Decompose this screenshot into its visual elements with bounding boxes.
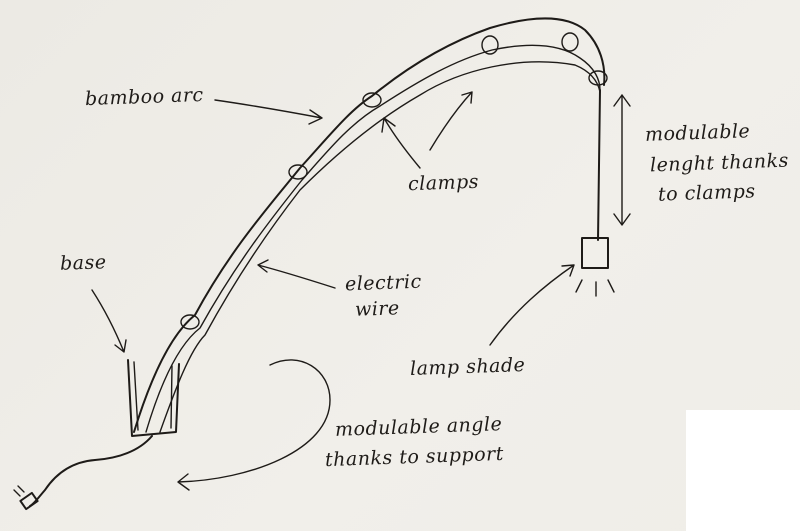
label-clamps: clamps: [407, 170, 480, 196]
label-wire: wire: [354, 297, 401, 321]
bamboo-arc: [133, 17, 606, 433]
label-lamp-shade: lamp shade: [409, 353, 526, 381]
electric-wire: [29, 61, 601, 507]
annotation-arrows: [91, 91, 631, 491]
plug-icon: [13, 485, 39, 511]
label-electric: electric: [344, 270, 423, 296]
base: [127, 359, 180, 437]
lamp-shade: [575, 237, 615, 297]
label-base: base: [59, 251, 107, 275]
clamps: [180, 32, 608, 330]
label-bamboo-arc: bamboo arc: [84, 83, 204, 111]
label-modulable-length-3: to clamps: [657, 180, 756, 206]
white-corner-patch: [686, 410, 800, 531]
label-modulable-length-1: modulable: [644, 120, 751, 146]
